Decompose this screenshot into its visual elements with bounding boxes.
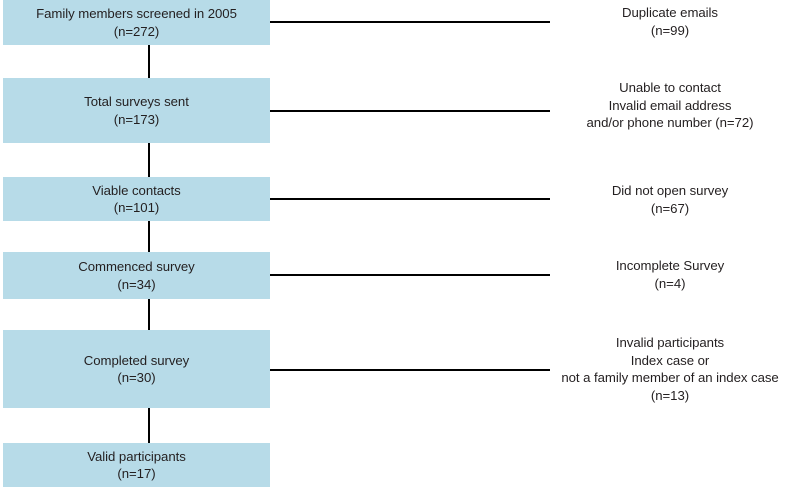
node-surveys-sent-label: Total surveys sent	[84, 94, 189, 109]
exclusion-invalid-participants-line-4: (n=13)	[650, 387, 690, 403]
exclusion-invalid-participants-line-3: not a family member of an index case	[561, 370, 779, 385]
connector-viable-to-commenced	[148, 221, 150, 252]
node-surveys-sent: Total surveys sent (n=173)	[3, 78, 270, 143]
node-valid-participants: Valid participants (n=17)	[3, 443, 270, 487]
exclusion-invalid-participants: Invalid participants Index case or not a…	[540, 334, 800, 404]
node-screened-label: Family members screened in 2005	[36, 6, 237, 21]
node-commenced-survey-count: (n=34)	[117, 276, 156, 292]
node-completed-survey-count: (n=30)	[117, 370, 156, 385]
node-valid-participants-count: (n=17)	[117, 466, 156, 481]
exclusion-incomplete-survey-line-2: (n=4)	[654, 275, 686, 291]
exclusion-did-not-open-survey-line-2: (n=67)	[650, 200, 690, 216]
exclusion-unable-to-contact-line-2: Invalid email address	[608, 97, 732, 113]
exclusion-unable-to-contact-line-1: Unable to contact	[619, 80, 721, 95]
exclusion-invalid-participants-line-2: Index case or	[630, 352, 710, 368]
node-screened: Family members screened in 2005 (n=272)	[3, 0, 270, 45]
exclusion-did-not-open-survey-line-1: Did not open survey	[611, 183, 729, 198]
node-completed-survey-label: Completed survey	[83, 352, 190, 368]
exclusion-duplicate-emails-line-2: (n=99)	[650, 22, 690, 38]
branch-incomplete-survey	[270, 274, 550, 276]
node-commenced-survey-label: Commenced survey	[78, 259, 195, 274]
node-viable-contacts: Viable contacts (n=101)	[3, 177, 270, 221]
connector-completed-to-valid	[148, 408, 150, 443]
node-commenced-survey: Commenced survey (n=34)	[3, 252, 270, 299]
exclusion-duplicate-emails: Duplicate emails (n=99)	[540, 4, 800, 39]
exclusion-incomplete-survey-line-1: Incomplete Survey	[615, 258, 725, 273]
node-screened-count: (n=272)	[113, 23, 160, 39]
branch-unable-to-contact	[270, 110, 550, 112]
exclusion-duplicate-emails-line-1: Duplicate emails	[622, 5, 718, 20]
exclusion-unable-to-contact: Unable to contact Invalid email address …	[540, 79, 800, 132]
exclusion-unable-to-contact-line-3: and/or phone number (n=72)	[586, 115, 754, 130]
connector-commenced-to-completed	[148, 299, 150, 330]
exclusion-did-not-open-survey: Did not open survey (n=67)	[540, 182, 800, 217]
node-viable-contacts-label: Viable contacts	[92, 182, 181, 198]
node-viable-contacts-count: (n=101)	[113, 200, 160, 215]
node-valid-participants-label: Valid participants	[87, 448, 186, 464]
connector-surveys-to-viable	[148, 143, 150, 177]
branch-duplicate-emails	[270, 21, 550, 23]
exclusion-invalid-participants-line-1: Invalid participants	[615, 335, 725, 350]
exclusion-incomplete-survey: Incomplete Survey (n=4)	[540, 257, 800, 292]
node-completed-survey: Completed survey (n=30)	[3, 330, 270, 408]
branch-invalid-participants	[270, 369, 550, 371]
connector-screened-to-surveys	[148, 45, 150, 78]
node-surveys-sent-count: (n=173)	[113, 111, 160, 127]
branch-did-not-open-survey	[270, 198, 550, 200]
